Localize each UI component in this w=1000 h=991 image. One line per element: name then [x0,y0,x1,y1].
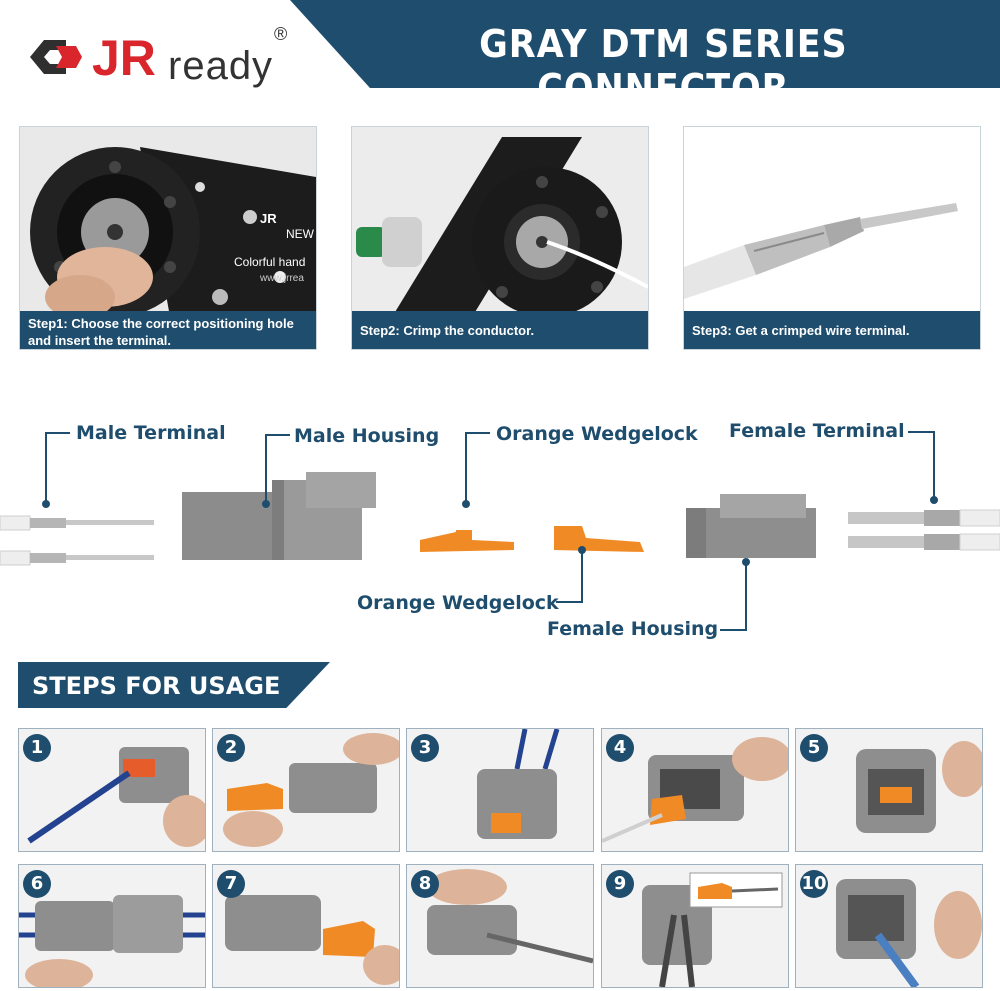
orange-wedgelock-part-2 [554,526,644,552]
female-housing-part [686,494,816,558]
label-male-terminal: Male Terminal [76,422,226,444]
usage-step-8-tile: 8 [406,864,594,988]
usage-header-band [18,662,330,708]
step-number-5: 5 [800,734,828,762]
tool-url-text: www.jrrea [260,273,304,284]
orange-wedgelock-part-1 [420,530,514,552]
step-number-3: 3 [411,734,439,762]
step-number-4: 4 [606,734,634,762]
logo-jr: JR [92,30,156,86]
step-number-10: 10 [800,870,828,898]
tool-new-text: NEW [286,227,314,241]
usage-title: STEPS FOR USAGE [32,672,281,700]
label-female-terminal: Female Terminal [729,420,905,442]
crimp-step-3-card: Step3: Get a crimped wire terminal. [683,126,981,350]
label-orange-wedgelock-top: Orange Wedgelock [496,423,698,445]
crimp-step-2-card: Step2: Crimp the conductor. [351,126,649,350]
parts-diagram [0,431,1000,631]
tool-brand-text: JR [260,211,277,226]
crimp-step-2-caption: Step2: Crimp the conductor. [352,311,648,349]
usage-step-4-tile: 4 [601,728,789,852]
usage-step-1-tile: 1 [18,728,206,852]
usage-step-7-tile: 7 [212,864,400,988]
tool-colorful-text: Colorful hand [234,255,306,269]
usage-step-6-tile: 6 [18,864,206,988]
header-band [290,0,1000,88]
label-female-housing: Female Housing [547,618,719,640]
crimp-step-1-caption: Step1: Choose the correct positioning ho… [20,311,316,349]
usage-step-9-tile: 9 [601,864,789,988]
step-number-1: 1 [23,734,51,762]
label-orange-wedgelock-bottom: Orange Wedgelock [357,592,559,614]
step-number-7: 7 [217,870,245,898]
female-terminal-part [848,509,1000,551]
step-number-9: 9 [606,870,634,898]
crimp-tool-photo-1 [20,127,316,349]
step-number-2: 2 [217,734,245,762]
male-terminal-part [0,515,154,566]
usage-step-3-tile: 3 [406,728,594,852]
usage-step-10-tile: 10 [795,864,983,988]
label-male-housing: Male Housing [294,425,440,447]
step-10-illustration [796,865,982,987]
logo-ready: ready [168,44,274,88]
step-3-illustration [407,729,593,851]
step-number-6: 6 [23,870,51,898]
crimp-step-3-caption: Step3: Get a crimped wire terminal. [684,311,980,349]
step-6-illustration [19,865,205,987]
step-number-8: 8 [411,870,439,898]
leader-lines [42,431,938,631]
usage-step-5-tile: 5 [795,728,983,852]
brand-logo: JR ready ® [26,24,296,90]
registered-mark: ® [274,24,288,44]
male-housing-part [182,472,376,560]
usage-step-2-tile: 2 [212,728,400,852]
crimp-step-1-card: JR NEW Colorful hand www.jrrea Step1: Ch… [19,126,317,350]
jr-emblem-icon [30,40,82,74]
page-title: GRAY DTM SERIES CONNECTOR [479,22,848,110]
